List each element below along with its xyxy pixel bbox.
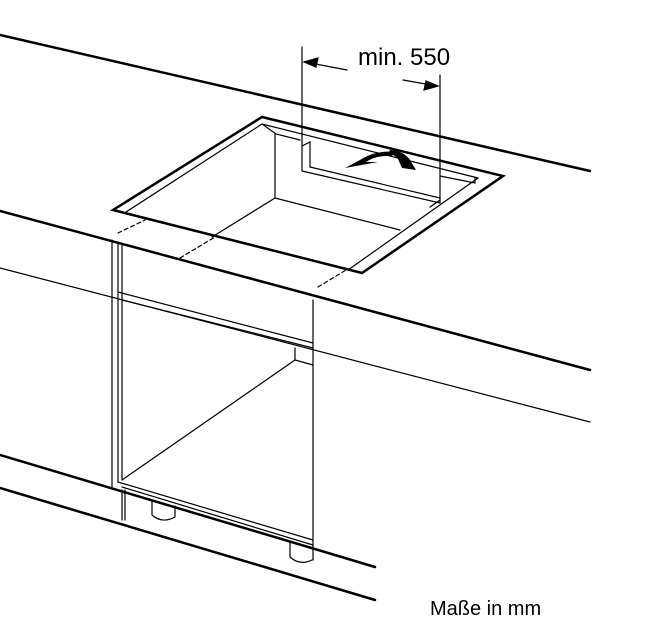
dimension-lines — [301, 46, 441, 204]
countertop — [0, 33, 592, 423]
cutout — [109, 115, 507, 288]
min-width-dimension-label: min. 550 — [358, 44, 451, 71]
plinth — [0, 453, 377, 602]
units-note: Maße in mm — [430, 598, 542, 620]
base-cabinet — [111, 239, 314, 563]
airflow-arrow-icon — [345, 150, 416, 170]
